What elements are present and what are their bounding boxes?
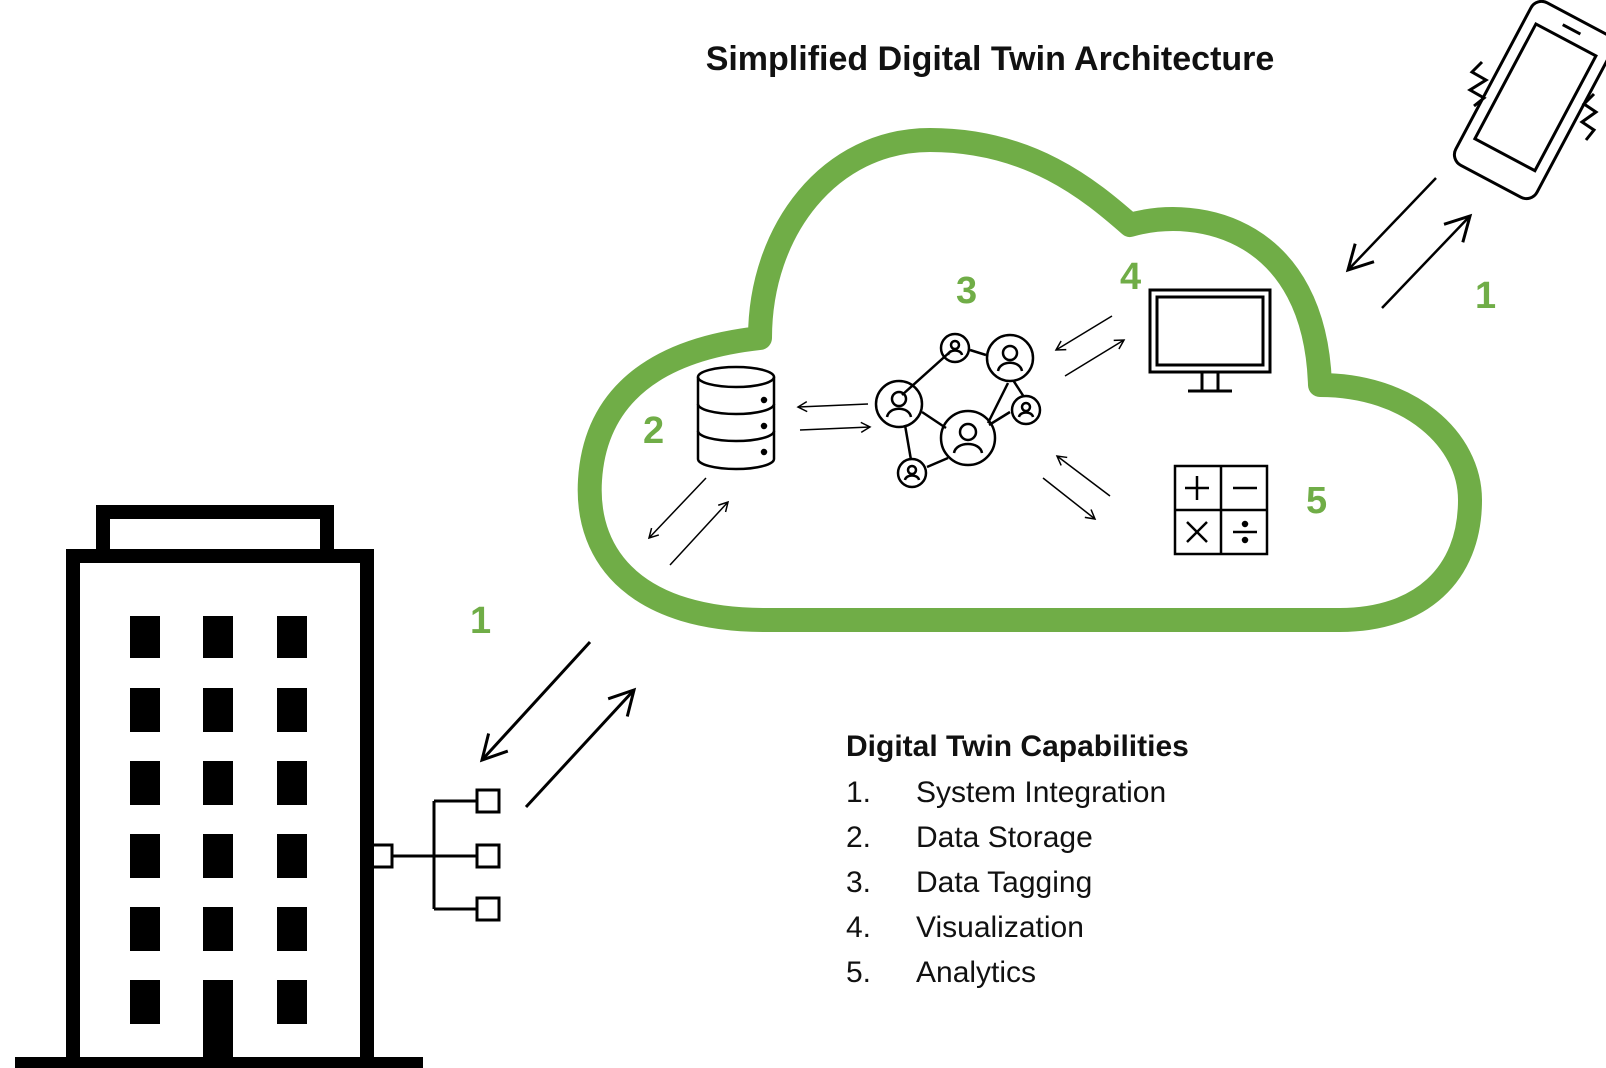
- label-storage: 2: [643, 410, 665, 452]
- cloud-icon: [577, 128, 1482, 632]
- capability-item: 4. Visualization: [846, 905, 1189, 950]
- label-building-integration: 1: [470, 600, 492, 642]
- arrows-building-cloud: [479, 640, 637, 809]
- capability-label: Data Storage: [916, 821, 1093, 854]
- hierarchy-icon: [368, 788, 501, 922]
- capability-label: Visualization: [916, 911, 1084, 944]
- capabilities-title: Digital Twin Capabilities: [846, 730, 1189, 763]
- label-phone-integration: 1: [1475, 275, 1497, 317]
- capability-item: 1. System Integration: [846, 770, 1189, 815]
- capability-number: 3.: [846, 866, 872, 899]
- smartphone-icon: [1452, 0, 1606, 201]
- arrows-storage-building: [647, 477, 730, 566]
- capability-item: 2. Data Storage: [846, 815, 1189, 860]
- monitor-icon: [1148, 288, 1272, 393]
- database-icon: [696, 365, 776, 471]
- capability-number: 1.: [846, 776, 872, 809]
- label-tagging: 3: [956, 270, 978, 312]
- capability-item: 5. Analytics: [846, 950, 1189, 995]
- label-analytics: 5: [1306, 480, 1328, 522]
- capabilities-list: Digital Twin Capabilities 1. System Integ…: [846, 730, 1189, 995]
- capability-label: Analytics: [916, 956, 1037, 989]
- capability-label: Data Tagging: [916, 866, 1093, 899]
- capability-number: 4.: [846, 911, 872, 944]
- capability-number: 5.: [846, 956, 872, 989]
- capability-number: 2.: [846, 821, 872, 854]
- arrows-tagging-analytics: [1042, 455, 1111, 520]
- arrows-phone-cloud: [1345, 177, 1473, 309]
- calculator-icon: [1173, 464, 1269, 556]
- arrows-storage-tagging: [796, 400, 872, 434]
- building-icon: [15, 505, 423, 1068]
- label-visualization: 4: [1120, 256, 1142, 298]
- capability-label: System Integration: [916, 776, 1167, 809]
- capability-item: 3. Data Tagging: [846, 860, 1189, 905]
- arrows-tagging-visualization: [1054, 315, 1126, 377]
- diagram-title: Simplified Digital Twin Architecture: [705, 40, 1275, 78]
- network-people-icon: [874, 332, 1042, 489]
